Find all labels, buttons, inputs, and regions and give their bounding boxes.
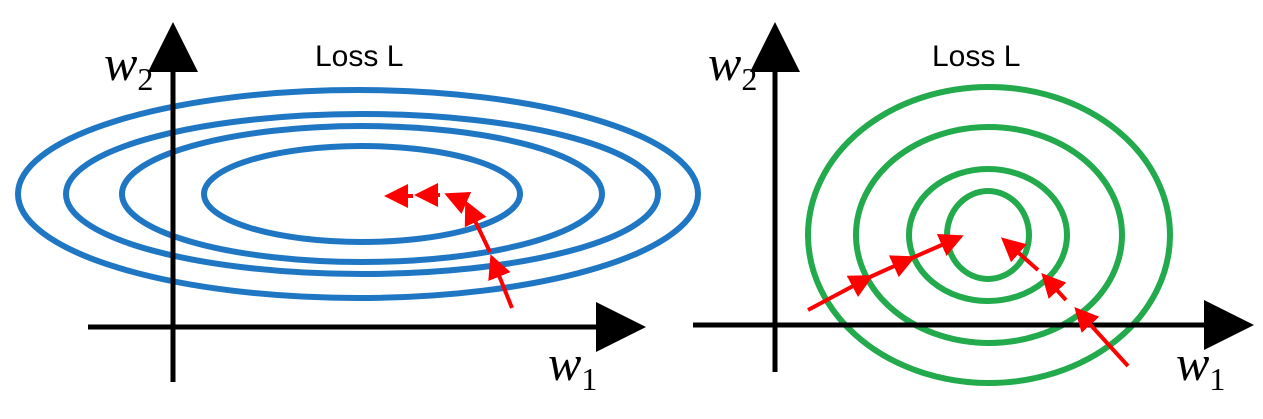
right-b-step-arrow-1 [1074,307,1130,368]
left-y-axis-label: w2 [104,35,153,97]
right-a-step-arrow-1 [807,275,874,312]
left-step-arrow-3 [444,192,472,215]
right-contour-2 [853,124,1125,346]
left-contour-1 [15,87,701,301]
right-b-step-arrow-2 [1041,273,1068,302]
right-descent-path-b [1001,237,1130,368]
left-panel: w2 w1 Loss L [15,22,701,397]
right-x-axis-label: w1 [1176,335,1225,397]
left-descent-path [384,183,514,309]
right-contour-3 [906,166,1070,304]
right-y-axis-label: w2 [708,35,757,97]
right-title: Loss L [932,40,1020,73]
left-contour-3 [119,123,605,265]
left-contour-2 [63,111,661,277]
left-contour-4 [201,143,523,245]
right-panel: w2 w1 Loss L [693,22,1254,397]
right-descent-path-a [807,234,964,312]
right-contour-4 [944,188,1032,282]
right-a-step-arrow-2 [869,255,916,279]
right-contour-1 [805,84,1173,386]
right-a-step-arrow-3 [911,234,964,260]
right-b-step-arrow-3 [1001,237,1040,272]
left-contours [15,87,701,301]
right-contours [805,84,1173,386]
left-x-axis-label: w1 [548,335,597,397]
left-step-arrow-1 [488,254,514,309]
left-title: Loss L [315,40,403,73]
